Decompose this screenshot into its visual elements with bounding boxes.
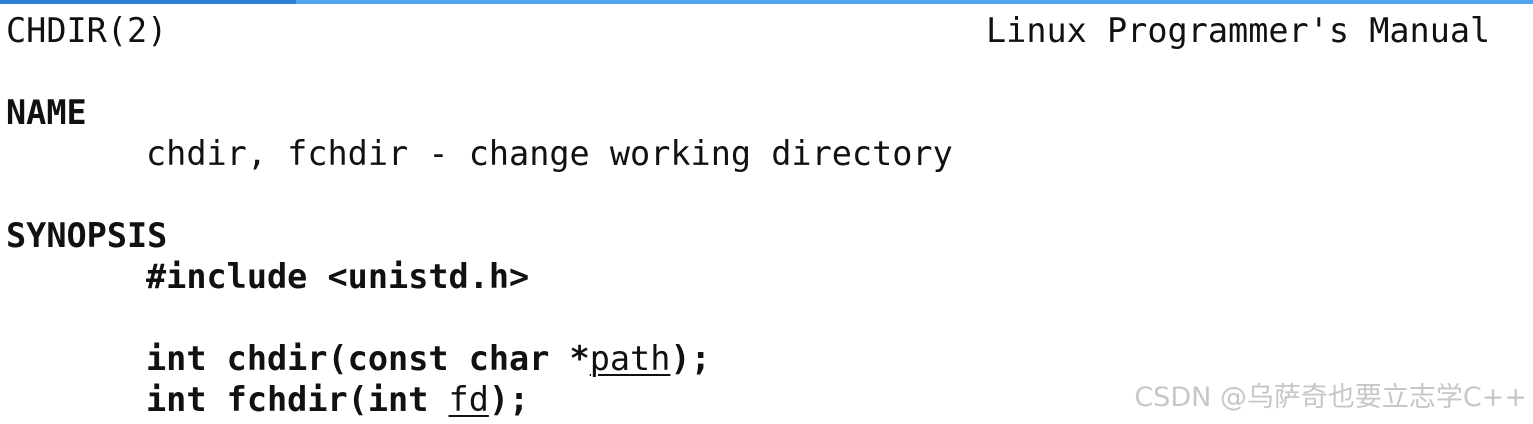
chdir-param-path: path bbox=[589, 339, 671, 378]
fchdir-param-fd: fd bbox=[448, 380, 489, 419]
name-description: chdir, fchdir - change working directory bbox=[146, 134, 953, 173]
section-heading-name: NAME bbox=[6, 93, 87, 132]
chdir-prototype-suffix: ); bbox=[670, 339, 711, 378]
chdir-prototype-prefix: int chdir(const char * bbox=[146, 339, 590, 378]
synopsis-chdir-prototype: int chdir(const char *path); bbox=[146, 338, 711, 379]
scroll-progress-thumb[interactable] bbox=[0, 0, 296, 4]
synopsis-include-line: #include <unistd.h> bbox=[146, 257, 530, 296]
synopsis-fchdir-prototype: int fchdir(int fd); bbox=[146, 379, 529, 420]
fchdir-prototype-suffix: ); bbox=[488, 380, 530, 419]
man-header-left: CHDIR(2) bbox=[6, 11, 168, 50]
section-heading-synopsis: SYNOPSIS bbox=[6, 216, 168, 255]
csdn-watermark: CSDN @乌萨奇也要立志学C++ bbox=[1134, 382, 1527, 413]
fchdir-prototype-prefix: int fchdir(int bbox=[146, 380, 449, 419]
scroll-progress-bar[interactable] bbox=[0, 0, 1533, 4]
man-header-right: Linux Programmer's Manual bbox=[986, 11, 1491, 50]
